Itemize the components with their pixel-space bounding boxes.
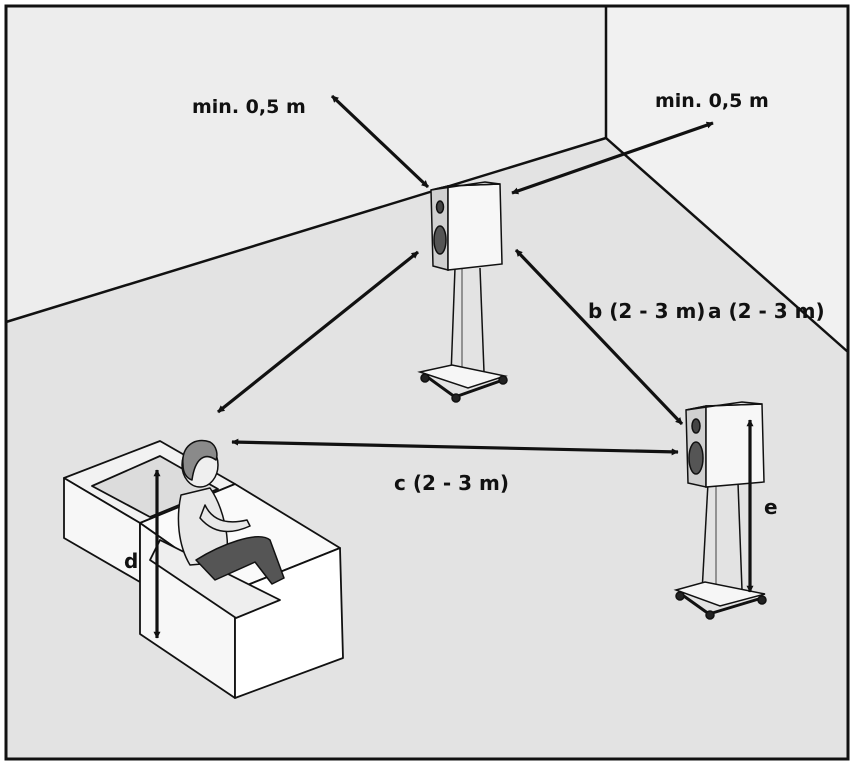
label-a: a (2 - 3 m)	[708, 299, 825, 323]
arrow-c-listener-to-speaker	[231, 438, 679, 456]
floor-wall-edge-left	[5, 136, 607, 324]
speaker-stand-right	[673, 482, 767, 620]
listener-legs	[195, 536, 285, 585]
speaker-left	[417, 181, 508, 403]
woofer-icon	[433, 225, 447, 255]
speaker-cabinet-left	[430, 181, 503, 271]
listener	[177, 439, 285, 585]
dimension-arrows	[153, 94, 754, 639]
speaker-cabinet-right	[685, 401, 765, 488]
label-d: d	[124, 549, 138, 573]
arrow-a-speaker-to-speaker	[514, 248, 684, 426]
woofer-icon	[688, 441, 704, 475]
listener-hair	[182, 439, 218, 481]
arrow-b-speaker-to-listener	[217, 250, 419, 414]
tweeter-icon	[435, 200, 445, 214]
label-wall-distance-right: min. 0,5 m	[655, 90, 769, 112]
room-border	[4, 4, 850, 761]
label-wall-distance-left: min. 0,5 m	[192, 96, 306, 118]
label-c: c (2 - 3 m)	[394, 471, 509, 495]
tweeter-icon	[691, 418, 701, 434]
sofa-front-right	[234, 547, 344, 699]
listener-arm	[199, 504, 251, 533]
back-wall-right	[606, 6, 848, 352]
room	[4, 4, 850, 761]
speaker-stand-left	[417, 267, 508, 403]
back-wall-left	[6, 6, 606, 322]
labels: min. 0,5 m min. 0,5 m b (2 - 3 m) a (2 -…	[124, 90, 825, 573]
label-b: b (2 - 3 m)	[588, 299, 705, 323]
arrow-wall-distance-left	[330, 94, 430, 189]
arrow-wall-distance-right	[511, 121, 714, 195]
label-e: e	[764, 495, 778, 519]
